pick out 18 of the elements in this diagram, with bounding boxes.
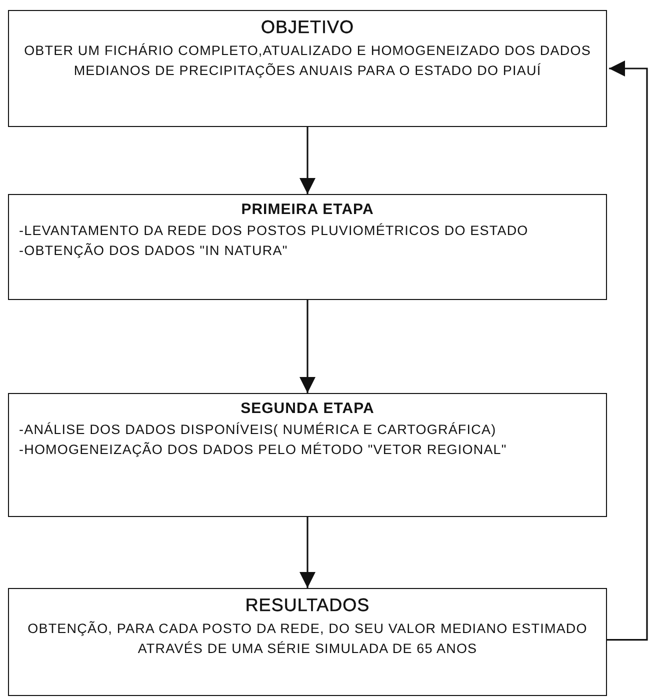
arrow <box>300 300 316 393</box>
arrow <box>607 60 648 641</box>
process-box <box>8 194 607 300</box>
list-item: -HOMOGENEIZAÇÃO DOS DADOS PELO MÉTODO "VETOR REGIONAL" <box>19 440 508 459</box>
box-text: OBTER UM FICHÁRIO COMPLETO,ATUALIZADO E HOMOGENEIZADO DOS DADOS MEDIANOS DE PRECIPITAÇÕES ANUAIS PARA O ESTADO DO PIAUÍ <box>23 42 592 80</box>
list-item: -OBTENÇÃO DOS DADOS "IN NATURA" <box>19 242 289 260</box>
box-heading: SEGUNDA ETAPA <box>240 400 376 417</box>
box-heading: PRIMEIRA ETAPA <box>240 201 375 218</box>
arrow <box>300 517 316 588</box>
process-box <box>8 10 607 127</box>
box-heading: RESULTADOS <box>244 595 371 616</box>
list-item: -LEVANTAMENTO DA REDE DOS POSTOS PLUVIOMÉTRICOS DO ESTADO <box>19 222 530 240</box>
box-text: OBTENÇÃO, PARA CADA POSTO DA REDE, DO SEU VALOR MEDIANO ESTIMADO ATRAVÉS DE UMA SÉRIE SIMULADA DE 65 ANOS <box>26 620 588 658</box>
process-box <box>8 393 607 517</box>
box-heading: OBJETIVO <box>260 17 355 38</box>
arrow <box>300 127 316 194</box>
list-item: -ANÁLISE DOS DADOS DISPONÍVEIS( NUMÉRICA E CARTOGRÁFICA) <box>19 421 498 439</box>
process-box <box>8 588 607 696</box>
